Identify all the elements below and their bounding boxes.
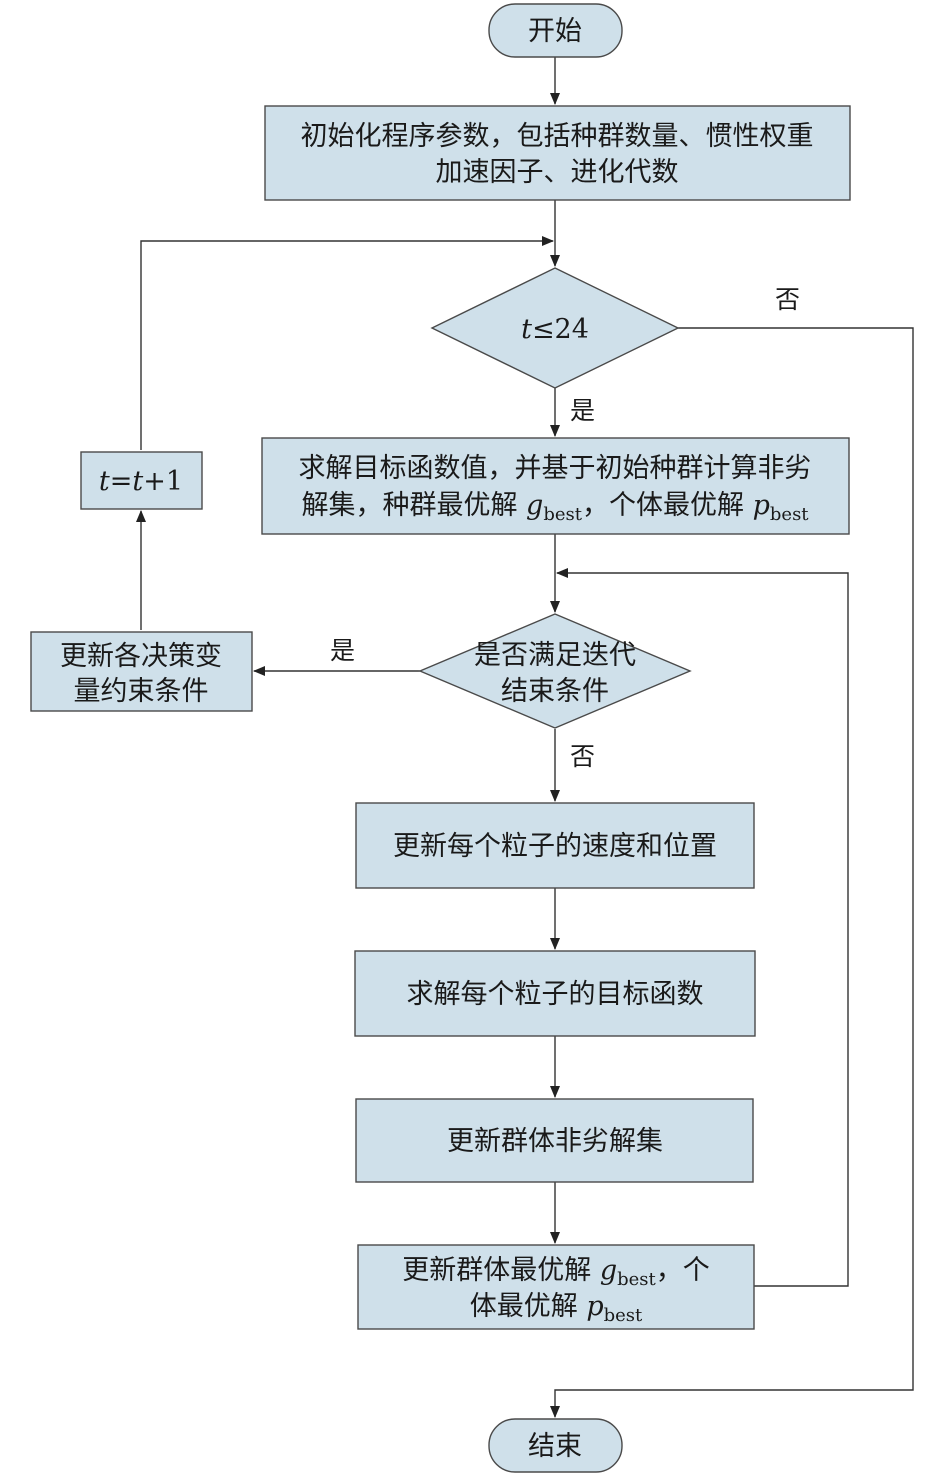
nondominated-process: 更新群体非劣解集 [355, 1098, 754, 1183]
start-label: 开始 [528, 16, 582, 47]
label-cond2-yes: 是 [330, 636, 355, 665]
increment-process: t=t+1 [80, 451, 203, 510]
best-line-1: 更新群体最优解 gbest，个 [402, 1255, 710, 1290]
decision-termination-line-1: 是否满足迭代 [474, 640, 636, 671]
increment-label: t=t+1 [99, 466, 183, 497]
constraint-line-1: 更新各决策变 [60, 641, 222, 672]
init-line-2: 加速因子、进化代数 [436, 157, 679, 188]
constraint-line-2: 量约束条件 [74, 676, 209, 707]
evaluate-line-1: 求解目标函数值，并基于初始种群计算非劣 [299, 453, 812, 484]
nondominated-label: 更新群体非劣解集 [447, 1126, 663, 1157]
start-terminal: 开始 [488, 3, 623, 58]
best-line-2: 体最优解 pbest [470, 1291, 643, 1326]
evaluate-process: 求解目标函数值，并基于初始种群计算非劣 解集，种群最优解 gbest，个体最优解… [261, 437, 850, 535]
init-process: 初始化程序参数，包括种群数量、惯性权重 加速因子、进化代数 [264, 105, 851, 201]
evaluate-line-2: 解集，种群最优解 gbest，个体最优解 pbest [301, 490, 809, 525]
init-line-1: 初始化程序参数，包括种群数量、惯性权重 [301, 121, 814, 152]
velocity-label: 更新每个粒子的速度和位置 [393, 831, 717, 862]
connectors [136, 57, 914, 1418]
objective-process: 求解每个粒子的目标函数 [354, 950, 756, 1037]
edge-cond1-no [550, 327, 914, 1418]
label-cond1-no: 否 [775, 285, 800, 314]
label-cond2-no: 否 [570, 742, 595, 771]
end-label: 结束 [528, 1431, 582, 1462]
velocity-process: 更新每个粒子的速度和位置 [355, 802, 755, 889]
decision-termination: 是否满足迭代 结束条件 [418, 613, 692, 729]
decision-iteration-limit-label: t≤24 [521, 314, 589, 345]
edge-incr-loop [140, 236, 554, 450]
label-cond1-yes: 是 [570, 396, 595, 425]
decision-termination-line-2: 结束条件 [501, 676, 609, 707]
edge-best-loop [556, 568, 849, 1287]
decision-iteration-limit: t≤24 [430, 267, 680, 389]
objective-label: 求解每个粒子的目标函数 [407, 979, 704, 1010]
constraint-process: 更新各决策变 量约束条件 [30, 631, 253, 712]
end-terminal: 结束 [488, 1418, 623, 1473]
best-process: 更新群体最优解 gbest，个 体最优解 pbest [357, 1244, 755, 1330]
